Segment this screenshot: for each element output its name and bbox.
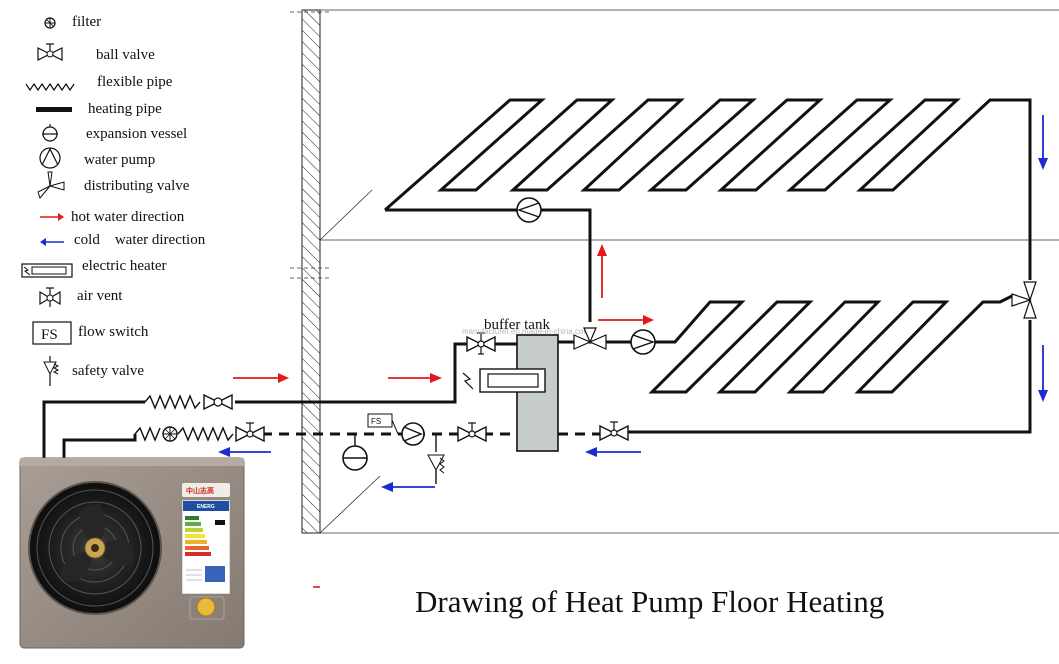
safety-valve-diagram — [427, 454, 445, 484]
ball-valve-icon — [37, 43, 63, 61]
legend-label-safety-valve: safety valve — [72, 363, 144, 379]
hot-arrow-icon — [597, 244, 607, 298]
legend-label-filter: filter — [72, 14, 101, 30]
legend-label-flexible-pipe: flexible pipe — [97, 74, 173, 90]
water-pump-icon — [39, 147, 61, 169]
cold-arrow-icon — [1038, 345, 1048, 402]
expansion-vessel-icon — [42, 124, 58, 142]
flexible-pipe-return-2 — [177, 426, 234, 442]
ball-valve-return-1 — [235, 422, 265, 443]
cold-arrow-icon — [585, 447, 641, 457]
flow-switch-return: FS — [367, 413, 399, 435]
legend-label-heating-pipe: heating pipe — [88, 101, 162, 117]
legend: filter ball valve flexible pipe heating … — [21, 14, 206, 386]
flow-switch-icon: FS — [32, 321, 72, 345]
energy-label: ENERG — [181, 499, 231, 595]
energy-label-text: ENERG — [197, 504, 215, 510]
ball-valve-supply — [203, 393, 233, 411]
expansion-vessel-diagram — [342, 445, 368, 471]
diagram-title: Drawing of Heat Pump Floor Heating — [415, 584, 884, 619]
electric-heater-icon — [21, 263, 73, 278]
legend-label-distributing-valve: distributing valve — [84, 178, 190, 194]
heating-pipe-icon — [36, 107, 72, 112]
cold-water-arrows — [218, 115, 1048, 492]
hot-arrow-icon — [598, 315, 654, 325]
legend-label-water-pump: water pump — [84, 152, 155, 168]
flow-switch-diagram-text: FS — [371, 417, 381, 426]
flexible-pipe-icon — [25, 82, 75, 92]
flexible-pipe-return — [134, 426, 161, 442]
distributing-valve-icon — [37, 171, 65, 200]
legend-label-flow-switch: flow switch — [78, 324, 149, 340]
fan-grille — [28, 481, 162, 615]
legend-label-cold-water: cold water direction — [74, 232, 206, 248]
unit-brand: 中山志高 — [186, 486, 214, 495]
distributing-valve-tank — [573, 327, 607, 350]
legend-label-air-vent: air vent — [77, 288, 123, 304]
legend-label-expansion-vessel: expansion vessel — [86, 126, 187, 142]
watermark: manufacturer.en.made-in-china.com — [462, 327, 590, 336]
cold-arrow-icon — [218, 447, 271, 457]
ball-valve-coil-return — [599, 421, 629, 442]
safety-valve-icon — [43, 356, 60, 386]
hot-arrow-icon — [233, 373, 289, 383]
filter-icon — [44, 17, 56, 29]
air-vent-diagram — [466, 332, 496, 355]
upper-floor-coil — [384, 98, 1032, 322]
legend-label-hot-water: hot water direction — [71, 209, 185, 225]
air-vent-icon — [39, 287, 61, 307]
cold-arrow-icon — [1038, 115, 1048, 170]
cold-arrow-icon — [381, 482, 435, 492]
ball-valve-return-2 — [457, 422, 487, 443]
heat-pump-unit: 中山志高 ENERG — [19, 457, 245, 649]
buffer-tank — [516, 334, 559, 452]
water-pump-upper-coil — [516, 197, 542, 223]
water-pump-lower-coil — [630, 329, 656, 355]
legend-label-ball-valve: ball valve — [96, 47, 155, 63]
cold-arrow-icon — [40, 238, 64, 246]
lower-floor-coil — [600, 294, 1032, 434]
electric-heater-diagram — [462, 368, 546, 393]
water-pump-return — [401, 422, 425, 446]
flow-switch-legend-text: FS — [41, 327, 58, 343]
buffer-tank-label: buffer tank — [484, 317, 550, 333]
flexible-pipe-supply — [144, 394, 201, 410]
building-outline — [290, 9, 1059, 534]
legend-label-electric-heater: electric heater — [82, 258, 167, 274]
distributing-valve-right — [1011, 281, 1037, 319]
filter-return — [162, 426, 178, 442]
hot-arrow-icon — [388, 373, 442, 383]
hot-water-arrows — [233, 244, 654, 588]
hot-arrow-icon — [40, 213, 64, 221]
